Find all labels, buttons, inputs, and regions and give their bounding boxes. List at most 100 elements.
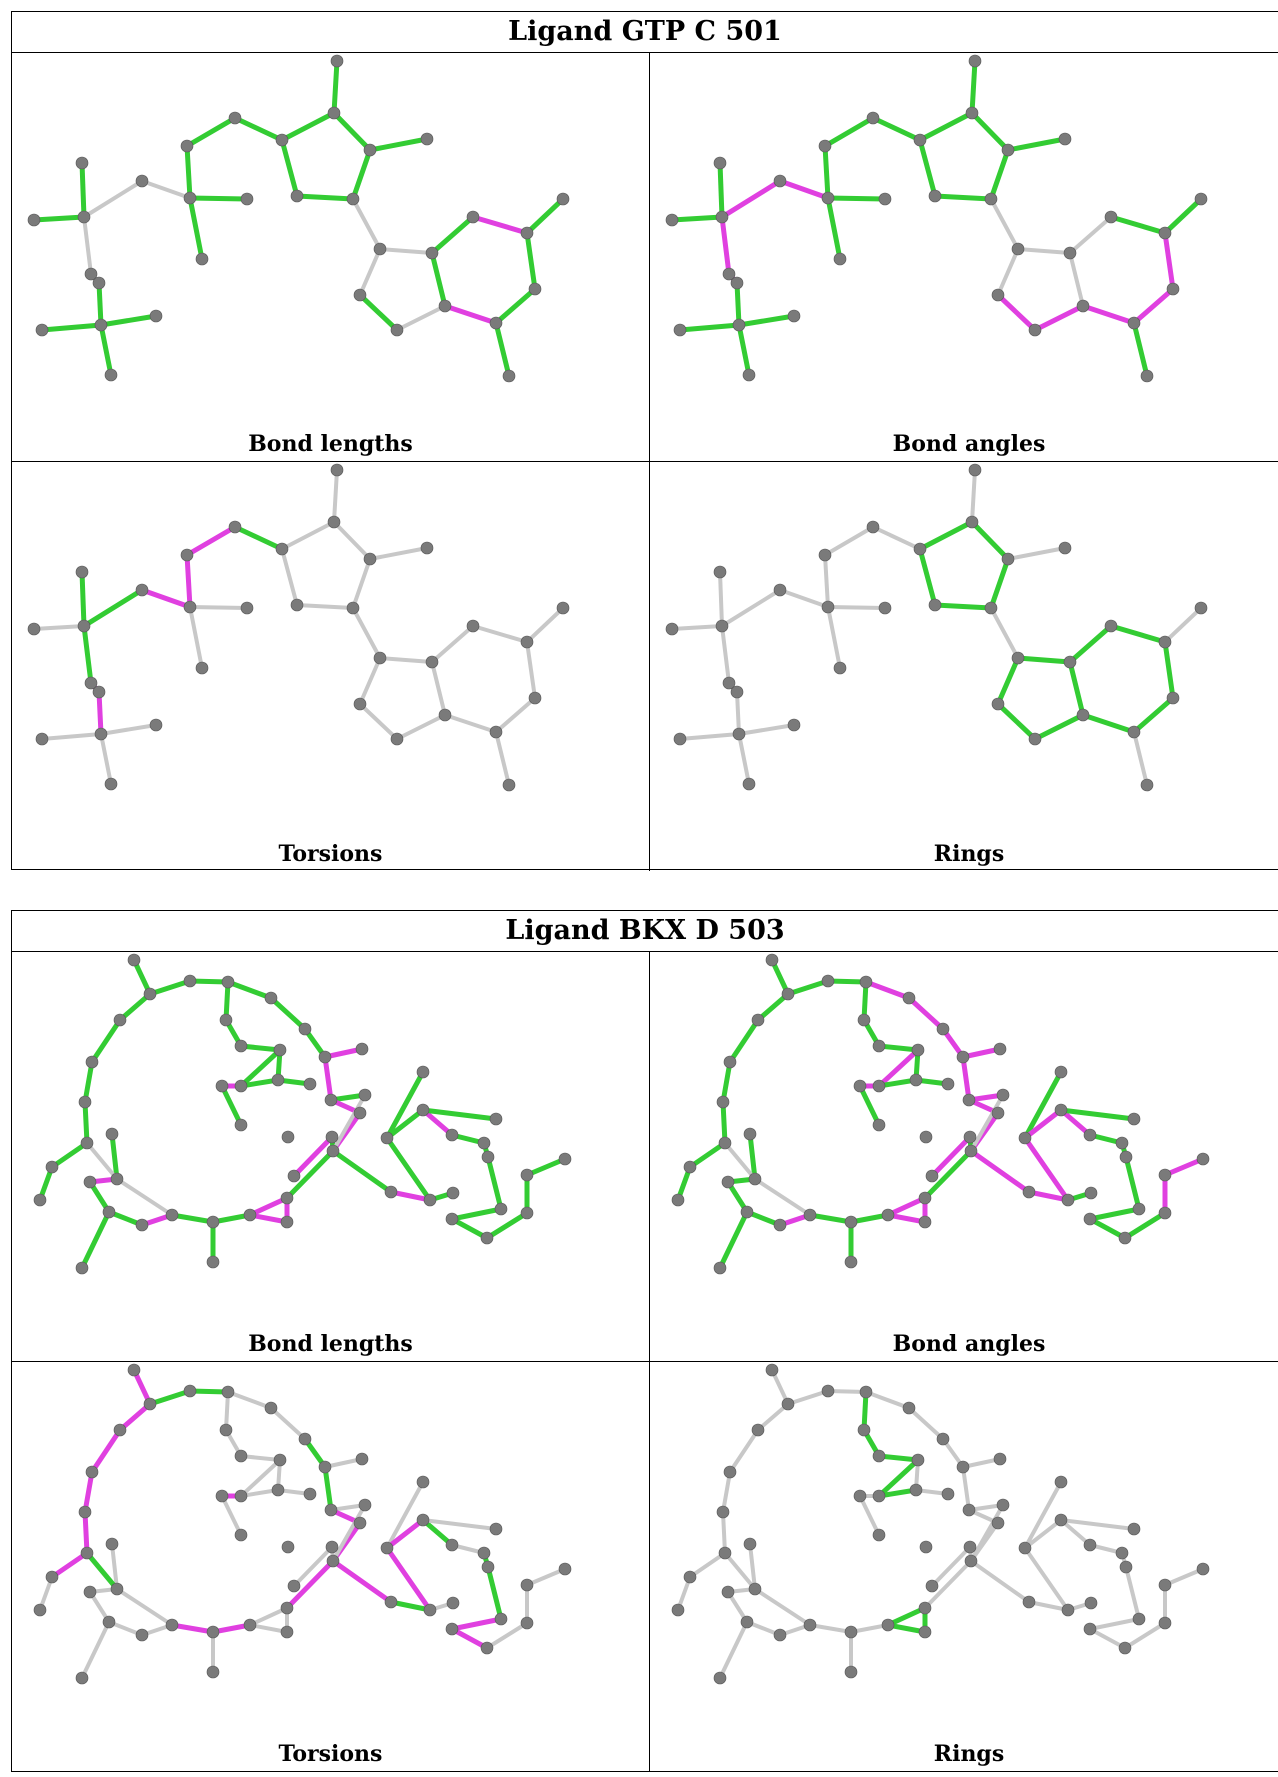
bond-line [861, 979, 869, 1023]
bond-line [857, 1083, 882, 1128]
bond-line [737, 732, 751, 786]
atom-node [234, 1118, 248, 1132]
atom-node [280, 1625, 294, 1639]
bond-line [720, 624, 731, 685]
atom-node [984, 601, 998, 615]
atom-node [928, 189, 942, 203]
atom-node [445, 1128, 459, 1142]
atom-node [326, 1144, 340, 1158]
atom-node [718, 1546, 732, 1560]
bond-line [727, 1017, 761, 1065]
atom-node [743, 1537, 757, 1551]
bond-line [384, 1517, 426, 1551]
bond-line [1006, 546, 1067, 561]
bond-line [169, 1212, 216, 1225]
bond-line [82, 1509, 90, 1556]
bond-line [1068, 215, 1113, 255]
atom-node [1158, 1206, 1172, 1220]
atom-node [384, 1185, 398, 1199]
atom-node [110, 1582, 124, 1596]
atom-node [416, 1513, 430, 1527]
bond-line [718, 1620, 749, 1680]
atom-node [183, 600, 197, 614]
bond-line [184, 143, 193, 201]
atom-node [228, 111, 242, 125]
atom-node [673, 323, 687, 337]
atom-node [303, 1487, 317, 1501]
atom-node [84, 676, 98, 690]
bond-line [728, 1428, 760, 1474]
bond-line [907, 1406, 945, 1441]
bond-line [885, 1195, 928, 1218]
bond-line [280, 547, 299, 607]
bond-line [720, 1059, 733, 1105]
atom-node [290, 598, 304, 612]
bond-line [84, 1550, 120, 1592]
bond-line [969, 1559, 1031, 1604]
atom-node [713, 156, 727, 170]
atom-node [346, 192, 360, 206]
atom-node [113, 1013, 127, 1027]
bond-line [777, 178, 831, 201]
atom-node [528, 691, 542, 705]
bond-line [969, 1093, 1005, 1153]
bond-line [753, 1177, 812, 1217]
bond-line [358, 702, 399, 741]
atom-node [94, 318, 108, 332]
bond-line [117, 1401, 153, 1433]
atom-node [135, 1628, 149, 1642]
atom-node [881, 1208, 895, 1222]
atom-node [556, 192, 570, 206]
atom-node [135, 583, 149, 597]
bond-line [430, 660, 447, 717]
atom-node [92, 685, 106, 699]
atom-node [80, 1136, 94, 1150]
bond-line [98, 322, 114, 378]
bond-line [79, 160, 87, 220]
bond-line [917, 519, 975, 552]
atom-node [773, 1218, 787, 1232]
bond-line [223, 979, 231, 1023]
atom-node [993, 1042, 1007, 1056]
atom-node [303, 1077, 317, 1091]
atom-node [384, 1595, 398, 1609]
bond-line [969, 1503, 1005, 1563]
bond-line [368, 546, 429, 561]
atom-node [234, 1528, 248, 1542]
bond-line [239, 1454, 282, 1462]
bond-line [187, 978, 231, 985]
bond-line [720, 588, 782, 628]
atom-node [844, 1625, 858, 1639]
atom-node [380, 1131, 394, 1145]
atom-node [445, 1212, 459, 1226]
bond-line [1163, 606, 1203, 644]
atom-node [1118, 1231, 1132, 1245]
atom-node [1132, 1612, 1146, 1626]
bond-line [1005, 136, 1068, 153]
bond-line [861, 1389, 869, 1433]
atom-node [135, 1218, 149, 1232]
bond-line [823, 553, 830, 609]
atom-node [110, 1172, 124, 1186]
atom-node [104, 368, 118, 382]
atom-node [1127, 1522, 1141, 1536]
bond-line [115, 1177, 174, 1217]
atom-node [481, 1150, 495, 1164]
bond-line [1087, 1216, 1128, 1241]
bond-line [420, 1107, 455, 1138]
bond-line [139, 587, 193, 610]
bond-line [1131, 286, 1176, 326]
atom-node [353, 1106, 367, 1120]
atom-node [818, 139, 832, 153]
atom-node [373, 651, 387, 665]
atom-node [75, 1671, 89, 1685]
atom-node [420, 541, 434, 555]
atom-node [965, 515, 979, 529]
atom-node [821, 600, 835, 614]
bond-line [917, 137, 938, 199]
atom-node [206, 1625, 220, 1639]
atom-node [751, 1013, 765, 1027]
atom-node [1083, 1622, 1097, 1636]
atom-node [1076, 708, 1090, 722]
atom-node [713, 565, 727, 579]
